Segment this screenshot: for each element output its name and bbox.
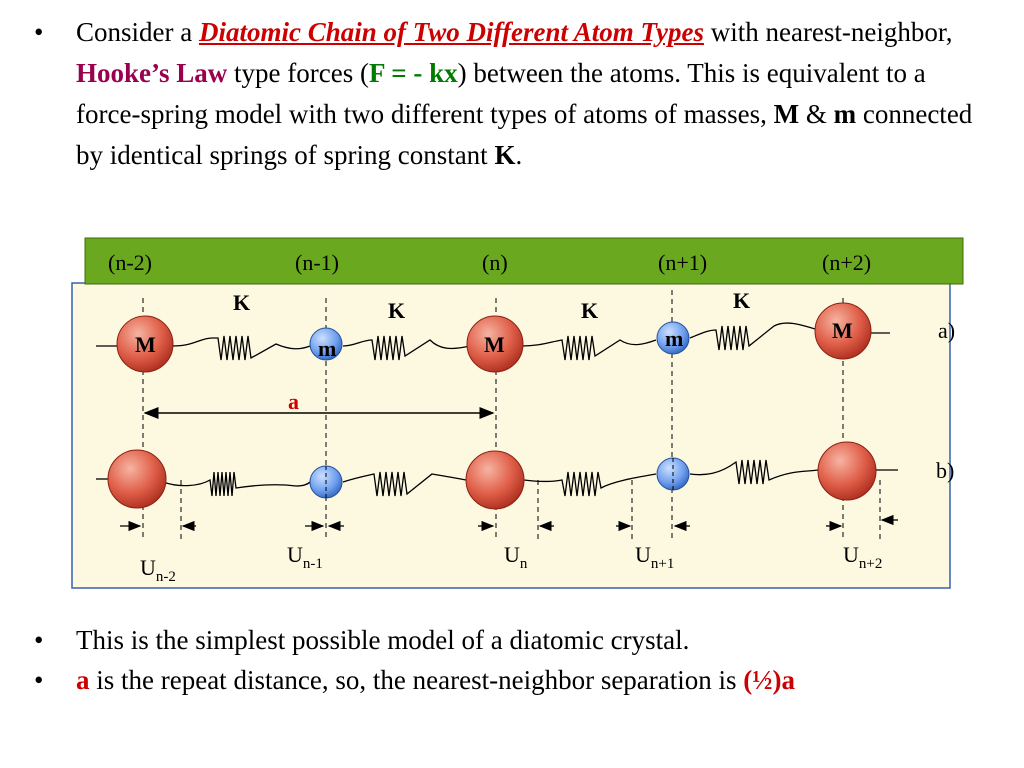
displacement-label: Un+1 [635,542,674,572]
text-type-forces: type forces ( [227,58,369,88]
spring [689,459,819,485]
spring [342,335,471,361]
atom-m [309,327,343,361]
bullet-text: is the repeat distance, so, the nearest-… [89,665,744,695]
displacement-label: Un-2 [140,555,176,585]
displacement-label: Un [504,542,528,572]
row-b-springs [96,459,898,497]
spring-constant-K: K [494,140,516,170]
row-a-springs [96,322,890,361]
atom-label: M [832,318,853,343]
bullet-dot: • [34,17,44,47]
header-label: (n-2) [108,250,152,275]
text-amp: & [799,99,834,129]
bullet-dot: • [34,665,44,695]
atom-label: m [665,326,683,351]
mass-M: M [773,99,800,129]
spring-K-label: K [233,290,250,315]
displacement-label: Un+2 [843,542,882,572]
spring-K-label: K [388,298,405,323]
spring [521,335,657,361]
equilibrium-lines [142,290,881,540]
bullet-repeat-distance: • a is the repeat distance, so, the near… [34,660,1014,700]
text-with-nn: with nearest-neighbor, [703,17,953,47]
row-a-label: a) [938,318,955,343]
figure-panel [71,282,951,589]
row-b-label: b) [936,458,954,483]
mass-m: m [833,99,857,129]
hookes-law: Hooke’s Law [76,58,228,88]
spring-K-label: K [733,288,750,313]
text-rest1: ) between the atoms. This is equivalent … [76,58,926,129]
atom-m [656,321,690,355]
spring [171,335,311,361]
repeat-distance-label: a [288,389,299,414]
chain-title: Diatomic Chain of Two Different Atom Typ… [198,17,704,47]
text-consider: Consider a [76,17,199,47]
atom-m-displaced [656,457,690,491]
spring [342,471,467,497]
atom-M [116,315,174,373]
top-bullet-list: • Consider a Diatomic Chain of Two Diffe… [34,12,994,176]
atom-M-displaced [817,441,877,501]
half-a: (½)a [743,665,796,695]
atom-M [466,315,524,373]
header-label: (n) [482,250,508,275]
text-rest2: connected by identical springs of spring… [76,99,973,170]
repeat-a: a [76,665,90,695]
text-end: . [515,140,523,170]
atom-M [814,302,872,360]
atom-m-displaced [309,465,343,499]
bullet-simplest-model: • This is the simplest possible model of… [34,620,1014,660]
atom-M-displaced [107,449,167,509]
atom-label: m [318,336,336,361]
header-label: (n+1) [658,250,707,275]
spring [523,471,657,497]
atom-label: M [484,332,505,357]
force-formula: F = - kx [368,58,458,88]
atom-M-displaced [465,450,525,510]
displacement-label: Un-1 [287,542,323,572]
bullet-text: This is the simplest possible model of a… [76,625,690,655]
displacement-arrows [120,514,898,532]
bottom-bullet-list: • This is the simplest possible model of… [34,620,1014,700]
index-header-bar [84,237,964,285]
atom-label: M [135,332,156,357]
bullet-intro: • Consider a Diatomic Chain of Two Diffe… [34,12,994,176]
bullet-dot: • [34,625,44,655]
header-label: (n+2) [822,250,871,275]
spring [689,322,819,351]
spring [162,471,311,497]
spring-K-label: K [581,298,598,323]
header-label: (n-1) [295,250,339,275]
